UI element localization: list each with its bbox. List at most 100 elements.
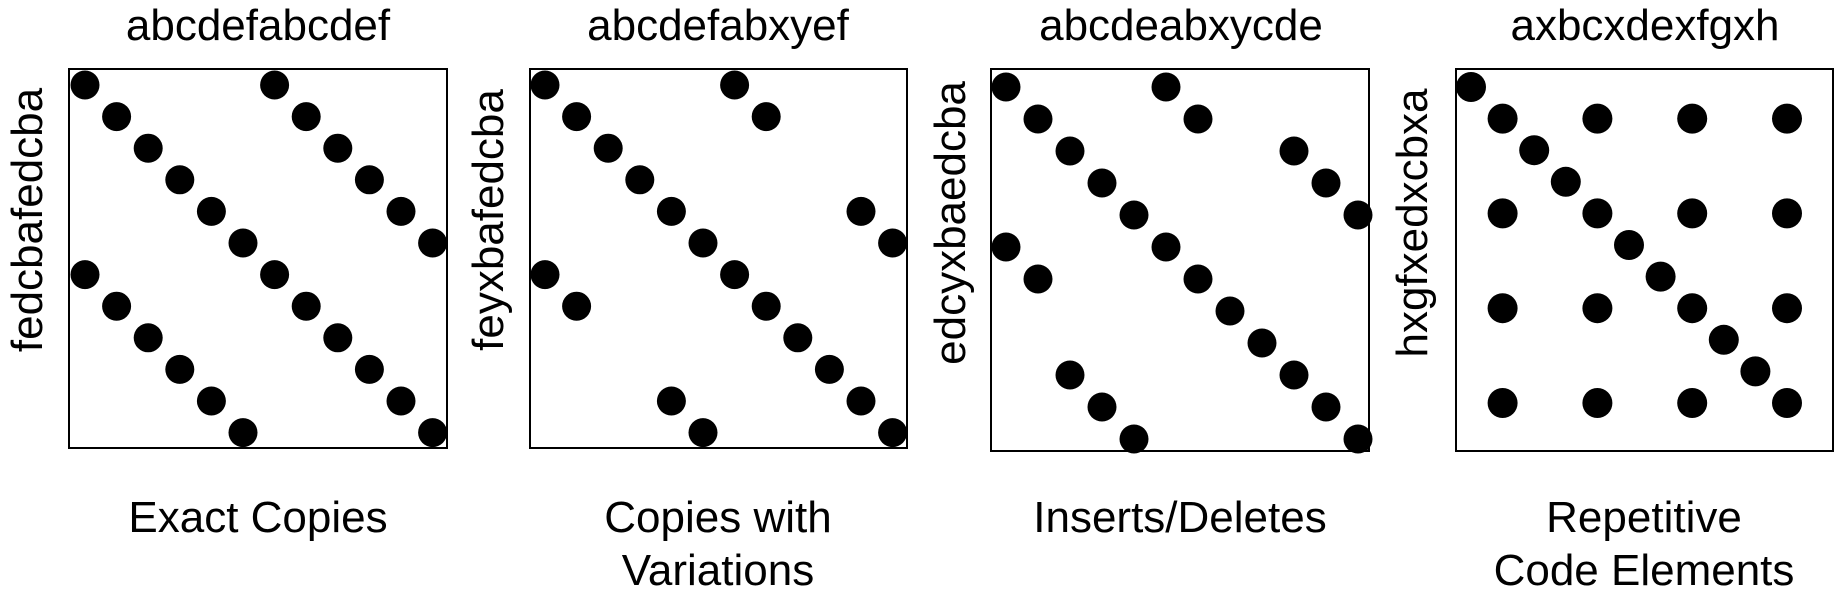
match-dot (1550, 166, 1581, 197)
match-dot (228, 228, 258, 258)
match-dot (783, 323, 813, 353)
panel-caption-line-1: Repetitive (1546, 493, 1742, 542)
match-dot (1645, 261, 1676, 292)
panel-top-label: abcdefabcdef (126, 1, 391, 50)
match-dot (165, 165, 195, 195)
panel-frame (990, 68, 1370, 452)
match-dot (1183, 104, 1213, 134)
match-dot (291, 102, 321, 132)
panel-top-label: abcdefabxyef (587, 1, 850, 50)
match-dot (1279, 360, 1309, 390)
match-dot (291, 291, 321, 321)
panel-copies-with-variations: abcdefabxyef feyxbafedcba Copies with Va… (464, 1, 908, 595)
match-dot (260, 70, 290, 100)
match-dot (102, 102, 132, 132)
match-dot (656, 196, 686, 226)
panel-top-label: axbcxdexfgxh (1510, 1, 1779, 50)
match-dot (1023, 264, 1053, 294)
match-dot (1023, 104, 1053, 134)
panel-dots (991, 72, 1373, 454)
match-dot (70, 70, 100, 100)
match-dot (846, 386, 876, 416)
match-dot (562, 291, 592, 321)
match-dot (70, 260, 100, 290)
match-dot (1151, 232, 1181, 262)
panel-side-label: feyxbafedcba (464, 89, 513, 351)
panel-caption-line-1: Inserts/Deletes (1033, 493, 1326, 542)
match-dot (1519, 135, 1550, 166)
panel-caption-line-1: Exact Copies (128, 493, 387, 542)
match-dot (720, 70, 750, 100)
match-dot (1087, 168, 1117, 198)
match-dot (656, 386, 686, 416)
match-dot (196, 196, 226, 226)
panel-dots (1456, 72, 1802, 418)
match-dot (1311, 392, 1341, 422)
match-dot (688, 228, 718, 258)
match-dot (991, 232, 1021, 262)
panel-caption-line-2: Code Elements (1494, 546, 1795, 595)
match-dot (1343, 200, 1373, 230)
match-dot (354, 165, 384, 195)
match-dot (1582, 388, 1613, 418)
match-dot (1677, 103, 1708, 134)
panel-side-label: fedcbafedcba (3, 87, 52, 352)
match-dot (1582, 293, 1613, 324)
match-dot (1582, 103, 1613, 134)
panel-frame (1455, 68, 1834, 452)
match-dot (1487, 103, 1518, 134)
match-dot (1215, 296, 1245, 326)
match-dot (1677, 388, 1708, 418)
match-dot (1582, 198, 1613, 229)
match-dot (1183, 264, 1213, 294)
match-dot (751, 291, 781, 321)
match-dot (1772, 198, 1802, 229)
match-dot (133, 323, 163, 353)
match-dot (102, 291, 132, 321)
match-dot (1087, 392, 1117, 422)
match-dot (418, 228, 448, 258)
match-dot (228, 418, 258, 448)
match-dot (354, 354, 384, 384)
match-dot (1708, 324, 1739, 355)
match-dot (1279, 136, 1309, 166)
match-dot (878, 418, 908, 448)
match-dot (1487, 198, 1518, 229)
match-dot (1119, 200, 1149, 230)
match-dot (165, 354, 195, 384)
match-dot (1487, 293, 1518, 324)
match-dot (1677, 198, 1708, 229)
panel-frame (68, 68, 448, 449)
panel-top-label: abcdeabxycde (1039, 1, 1323, 50)
panel-inserts-deletes: abcdeabxycde edcyxbaedcba Inserts/Delete… (926, 1, 1373, 542)
match-dot (386, 386, 416, 416)
match-dot (1677, 293, 1708, 324)
match-dot (1772, 103, 1802, 134)
match-dot (1614, 230, 1644, 260)
panel-caption-line-1: Copies with (604, 493, 831, 542)
match-dot (133, 133, 163, 163)
match-dot (1151, 72, 1181, 102)
match-dot (814, 354, 844, 384)
match-dot (593, 133, 623, 163)
match-dot (530, 70, 560, 100)
match-dot (991, 72, 1021, 102)
match-dot (1055, 360, 1085, 390)
match-dot (688, 418, 718, 448)
match-dot (1487, 388, 1518, 418)
match-dot (196, 386, 226, 416)
match-dot (1311, 168, 1341, 198)
match-dot (1343, 424, 1373, 454)
panel-frame (529, 68, 908, 449)
panel-side-label: edcyxbaedcba (926, 81, 975, 365)
match-dot (1772, 388, 1802, 418)
match-dot (1247, 328, 1277, 358)
match-dot (1772, 293, 1802, 324)
match-dot (720, 260, 750, 290)
match-dot (530, 260, 560, 290)
panel-repetitive-code-elements: axbcxdexfgxh hxgfxedxcbxa Repetitive Cod… (1388, 1, 1834, 595)
match-dot (1740, 356, 1771, 387)
match-dot (1456, 72, 1486, 102)
match-dot (1055, 136, 1085, 166)
